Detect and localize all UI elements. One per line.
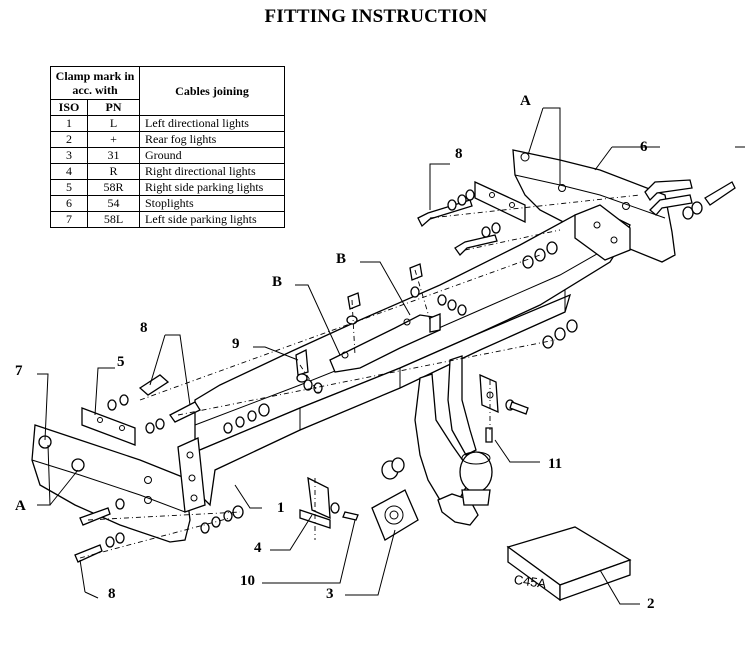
hardware-bolts-left (107, 374, 270, 434)
electrical-kit-box: C45A (506, 526, 632, 602)
callout-10: 10 (240, 573, 255, 589)
hardware-bolt-9 (295, 348, 323, 394)
table-subheader-row: ISO PN (50, 99, 285, 116)
box-label: C45A (513, 572, 548, 591)
hardware-bolts-top-left (417, 189, 501, 257)
socket-plate (371, 457, 419, 541)
cable-cell: Right side parking lights (139, 179, 285, 196)
iso-cell: 7 (50, 211, 88, 228)
pn-cell: 58R (87, 179, 140, 196)
ball-mount (414, 355, 479, 526)
callout-7: 7 (15, 363, 23, 379)
tow-ball (459, 451, 493, 506)
leader-lines (37, 107, 745, 605)
main-crossbar (194, 214, 631, 507)
callout-8-bot: 8 (108, 586, 116, 602)
callout-1: 1 (277, 500, 285, 516)
callout-2: 2 (647, 596, 655, 612)
hardware-bolts-top-right (644, 179, 736, 220)
beam-end-plate-right (574, 204, 631, 261)
cable-cell: Left side parking lights (139, 211, 285, 228)
small-bracket-11 (479, 373, 499, 414)
assembly-lines (79, 194, 641, 559)
spacer-plate-top (474, 180, 526, 224)
callout-b-top: B (336, 251, 346, 267)
hardware-nuts-right (522, 241, 578, 349)
header-clamp-mark: Clamp mark in acc. with (50, 66, 140, 100)
callout-9: 9 (232, 336, 240, 352)
callout-8-mid: 8 (140, 320, 148, 336)
hardware-bolts-11 (330, 399, 529, 521)
callout-a-top: A (520, 93, 531, 109)
page-title: FITTING INSTRUCTION (264, 6, 488, 27)
header-clamp-text: Clamp mark in acc. with (55, 69, 135, 97)
callout-a-left: A (15, 498, 26, 514)
table-row: 2+Rear fog lights (50, 131, 285, 148)
callout-3: 3 (326, 586, 334, 602)
callout-b-left: B (272, 274, 282, 290)
beam-end-plate-left (177, 437, 206, 513)
callout-5: 5 (117, 354, 125, 370)
left-mounting-bracket (31, 424, 191, 543)
callout-8-top: 8 (455, 146, 463, 162)
right-mounting-bracket (512, 149, 676, 263)
callout-6: 6 (640, 139, 648, 155)
callout-4: 4 (254, 540, 262, 556)
clamp-table: Clamp mark in acc. with Cables joining I… (50, 66, 285, 228)
cable-cell: Rear fog lights (139, 131, 285, 148)
spacer-plate-5 (81, 407, 136, 446)
cable-cell: Right directional lights (139, 163, 285, 180)
header-pn: PN (87, 99, 140, 116)
callout-11: 11 (548, 456, 562, 472)
